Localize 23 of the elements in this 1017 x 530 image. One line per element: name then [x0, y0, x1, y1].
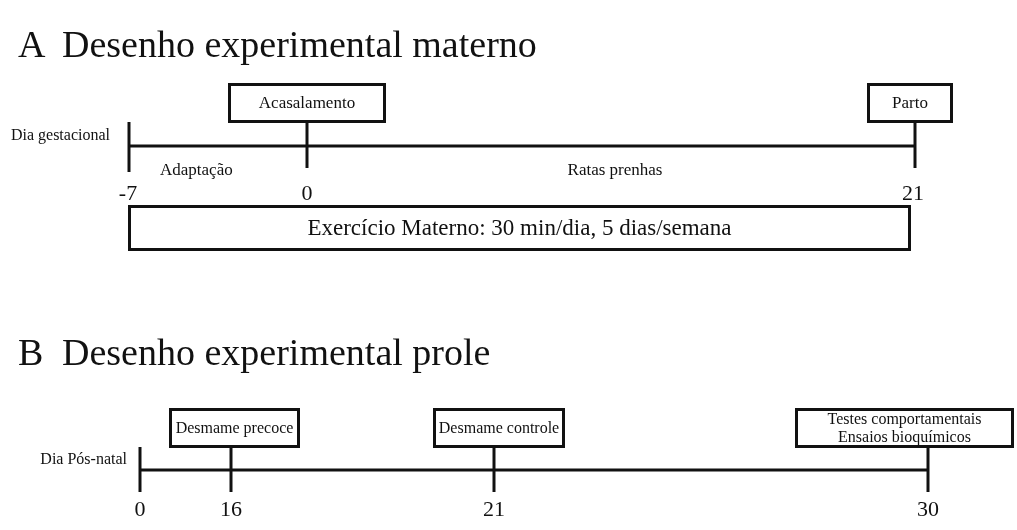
axis-label: Dia Pós-natal — [39, 449, 127, 469]
tick-label: 0 — [300, 180, 314, 206]
event-box: Acasalamento — [228, 83, 386, 123]
exercise-period-box: Exercício Materno: 30 min/dia, 5 dias/semana — [128, 205, 911, 251]
axis-label: Dia gestacional — [10, 125, 110, 146]
box-text: Ensaios bioquímicos — [838, 428, 971, 447]
panel-letter: A — [18, 22, 46, 66]
outcome-box — [795, 408, 1014, 448]
box-text: Testes comportamentais — [827, 409, 982, 428]
phase-label: Ratas prenhas — [566, 160, 664, 180]
event-box: Desmame precoce — [169, 408, 300, 448]
event-box: Desmame controle — [433, 408, 565, 448]
panel-title: Desenho experimental prole — [62, 330, 491, 374]
tick-label: 30 — [916, 496, 940, 522]
panel-title: Desenho experimental materno — [62, 22, 537, 66]
event-box: Parto — [867, 83, 953, 123]
panel-letter: B — [18, 330, 44, 374]
tick-label: 16 — [219, 496, 243, 522]
tick-label: 21 — [901, 180, 925, 206]
tick-label: 0 — [133, 496, 147, 522]
tick-label: -7 — [117, 180, 139, 206]
tick-label: 21 — [482, 496, 506, 522]
phase-label: Adaptação — [160, 160, 233, 180]
